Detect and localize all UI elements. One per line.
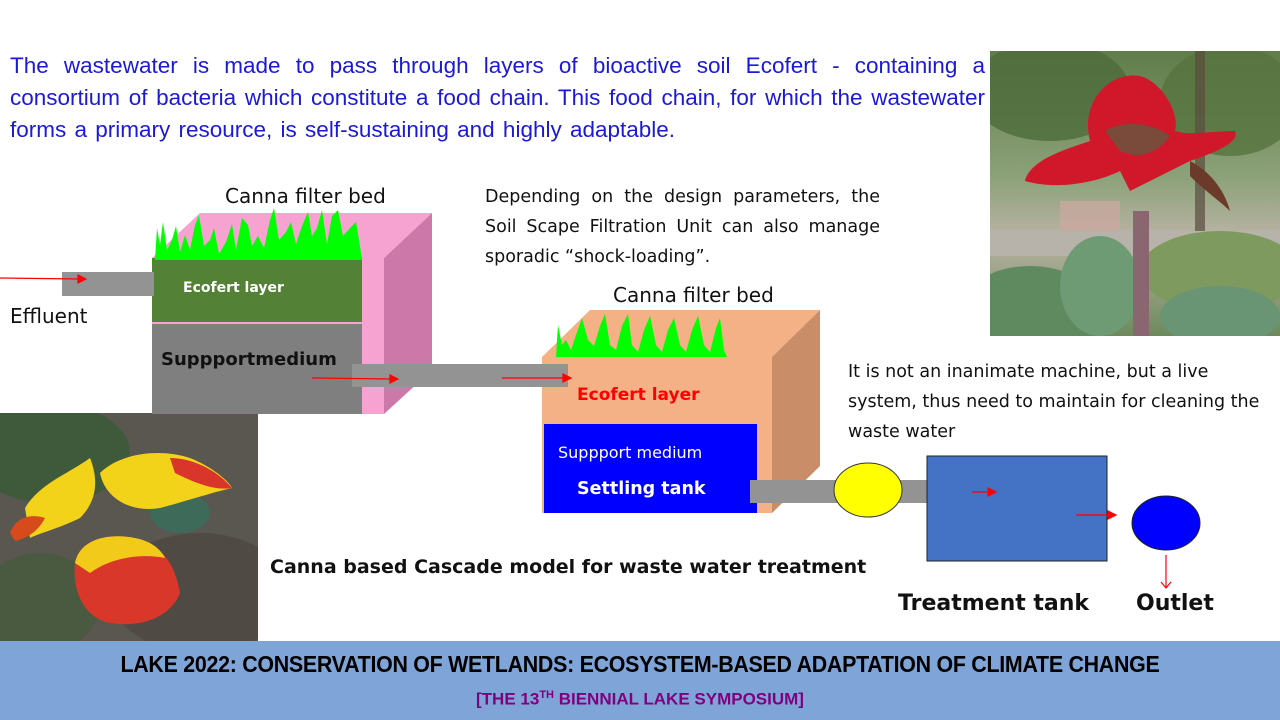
shock-loading-note: Depending on the design parameters, the … [485,187,880,267]
yellow-canna-photo-art [0,413,258,641]
arrowhead-tank-in [987,487,998,497]
filter-bed-2 [542,310,820,513]
grass-2 [556,314,727,357]
treatment-tank-label: Treatment tank [898,591,1090,616]
ecofert-layer-1-label: Ecofert layer [183,280,284,296]
footer-title: LAKE 2022: CONSERVATION OF WETLANDS: ECO… [120,651,1160,677]
footer-subtitle: [THE 13TH BIENNIAL LAKE SYMPOSIUM] [0,689,1280,710]
arrow-effluent-in [0,277,81,280]
outlet-node [1131,495,1201,551]
intro-paragraph: The wastewater is made to pass through l… [10,53,985,142]
footer-subtitle-post: BIENNIAL LAKE SYMPOSIUM] [553,689,804,709]
filter-bed-2-side [772,310,820,513]
arrowhead-effluent [77,274,88,284]
filter-bed-2-top [542,310,820,357]
arrow-bed1-out [311,377,393,380]
arrowhead-bed2-in [562,373,573,383]
footer-subtitle-pre: [THE 13 [476,689,540,709]
red-canna-photo [990,51,1280,336]
ecofert-layer-2-label: Ecofert layer [577,385,700,405]
pump [833,462,903,518]
inlet-pipe [62,272,154,296]
effluent-label: Effluent [10,304,88,328]
red-canna-photo-art [990,51,1280,336]
support-medium-2-label: Suppport medium [558,443,703,462]
grass-1 [155,208,362,260]
yellow-canna-photo [0,413,258,641]
support-medium-1 [152,324,362,414]
filter-bed-2-title: Canna filter bed [613,283,774,307]
settling-tank [544,424,757,513]
footer-banner: LAKE 2022: CONSERVATION OF WETLANDS: ECO… [0,641,1280,720]
live-system-note: It is not an inanimate machine, but a li… [848,362,1260,442]
ecofert-layer-1 [152,258,362,322]
filter-bed-1-side [384,213,432,414]
arrowhead-outlet-down [1160,581,1172,589]
outlet-label: Outlet [1136,591,1214,616]
filter-bed-1-title: Canna filter bed [225,184,386,208]
cascade-diagram [0,208,1201,589]
support-medium-1-label: Suppportmedium [161,349,337,370]
treatment-tank [926,455,1108,562]
connector-pipe [352,364,568,387]
arrowhead-tank-out [1107,510,1118,520]
settling-tank-label: Settling tank [577,479,706,499]
filter-bed-1 [152,208,432,414]
footer-subtitle-sup: TH [539,689,554,701]
diagram-caption: Canna based Cascade model for waste wate… [270,556,867,578]
arrowhead-bed1-out [389,374,400,384]
